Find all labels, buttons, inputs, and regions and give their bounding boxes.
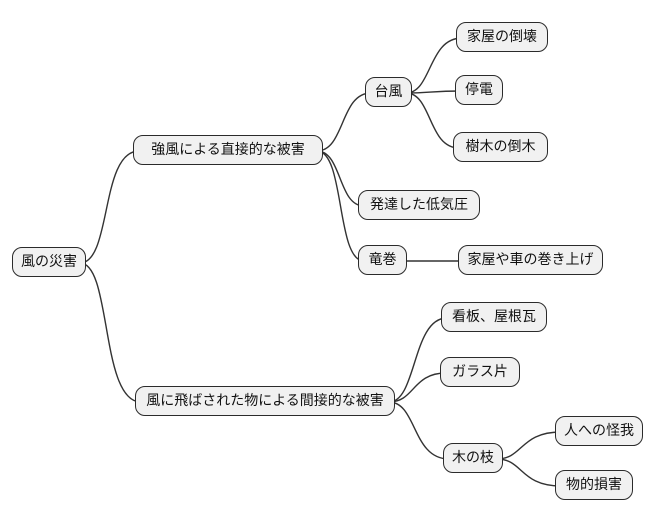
node-low-pressure: 発達した低気圧 [358,190,480,220]
node-power-outage: 停電 [455,75,503,105]
edge-direct-lowpressure [316,150,365,207]
edge-indirect-glass [388,372,447,403]
edge-typhoon-house [405,37,463,94]
node-typhoon: 台風 [365,77,412,107]
node-lifting: 家屋や車の巻き上げ [458,245,603,275]
node-injury: 人への怪我 [555,416,643,446]
node-direct-damage: 強風による直接的な被害 [133,135,323,165]
edge-branches-property [496,458,562,487]
edge-direct-typhoon [316,92,372,152]
node-glass-shards: ガラス片 [440,357,520,387]
edge-indirect-signboards [388,317,448,403]
node-tree-branches: 木の枝 [443,443,503,473]
node-fallen-trees: 樹木の倒木 [453,132,548,162]
node-wind-disaster: 風の災害 [12,247,86,277]
node-house-collapse: 家屋の倒壊 [456,22,548,52]
edge-direct-tornado [316,150,365,262]
node-indirect-damage: 風に飛ばされた物による間接的な被害 [135,386,395,416]
edge-indirect-branches [388,401,450,460]
edge-branches-injury [496,431,562,460]
edge-root-indirect [79,262,142,403]
edge-typhoon-trees [405,92,460,149]
node-property-damage: 物的損害 [555,470,633,500]
node-tornado: 竜巻 [358,245,407,275]
node-signboards: 看板、屋根瓦 [441,302,547,332]
edge-root-direct [79,150,140,264]
